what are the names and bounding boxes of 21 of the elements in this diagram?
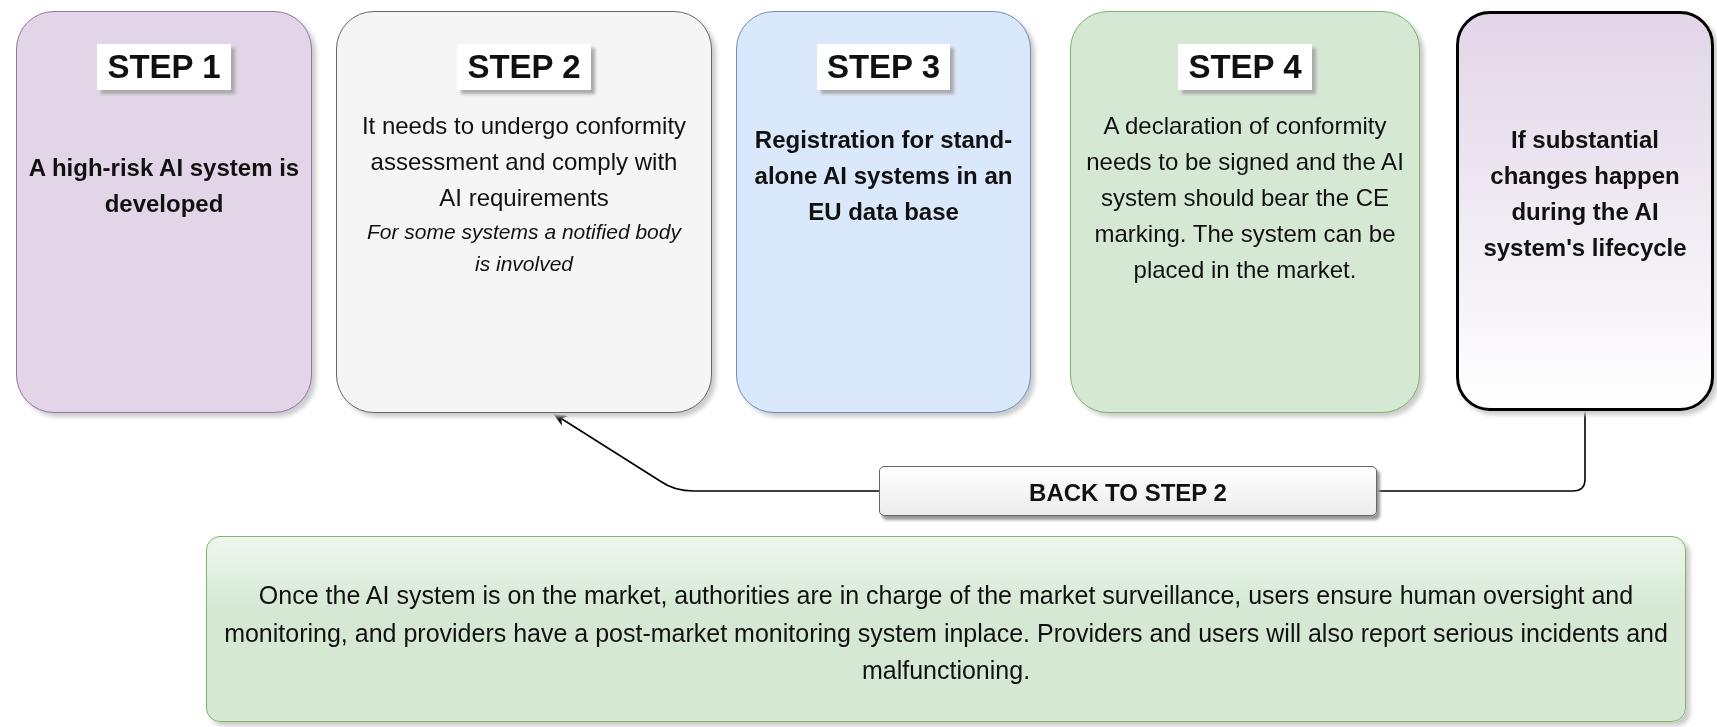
label-box [879,466,1377,516]
decision-box [1456,11,1714,411]
arrow [552,413,880,492]
note-box [206,536,1686,722]
note-text: For some systems a notified body is involved [366,219,683,277]
step-heading: STEP 3 [816,44,951,90]
description-text: Registration for stand-alone AI systems in an EU data base [753,125,1014,227]
connector-line [1376,410,1586,492]
step-heading: STEP 1 [97,44,231,90]
step-box [736,11,1031,413]
step-heading: STEP 4 [1178,44,1312,90]
label-text: BACK TO STEP 2 [1028,478,1228,508]
step-box [1070,11,1420,413]
step-heading: STEP 2 [457,44,591,90]
description-text: It needs to undergo conformity assessment and comply with AI requirements [360,111,688,213]
description-text: Once the AI system is on the market, authorities are in charge of the market surveillance, users ensure human oversight and monitoring, and providers have a post-market monitoring system inplace. Providers and users will also report serious incidents and malfunctioning. [223,580,1669,686]
step-box [16,11,312,413]
description-text: If substantial changes happen during the AI system's lifecycle [1482,125,1688,263]
description-text: A declaration of conformity needs to be signed and the AI system should bear the CE marking. The system can be placed in the market. [1085,111,1405,285]
description-text: A high-risk AI system is developed [27,153,301,219]
step-box [336,11,712,413]
